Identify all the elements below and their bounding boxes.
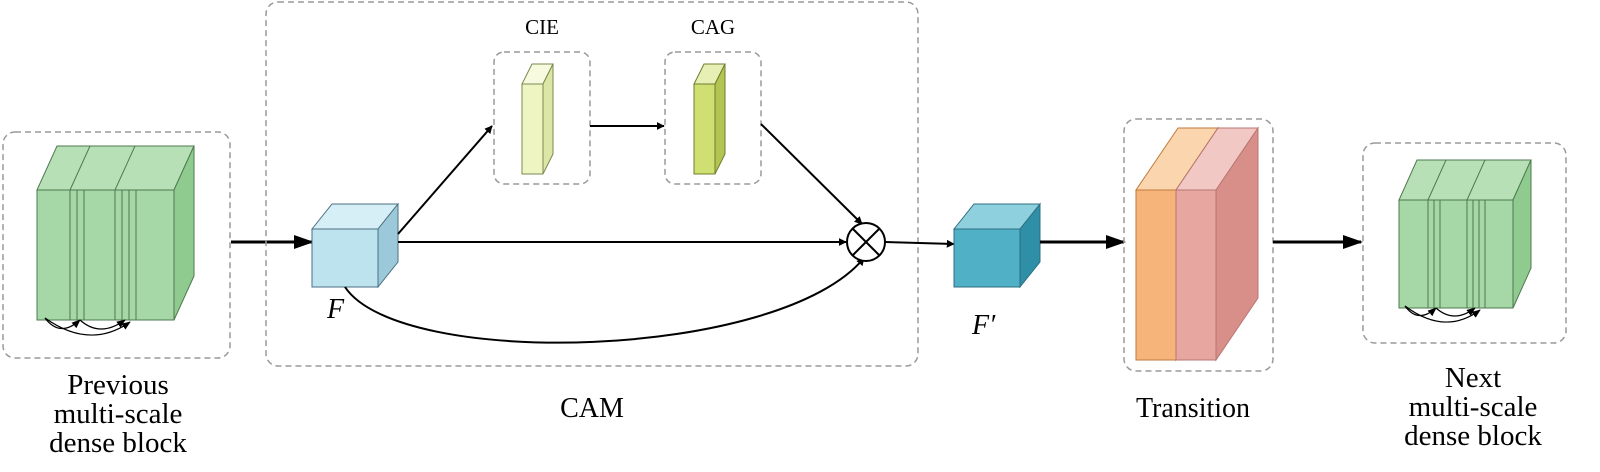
- cag-label: CAG: [691, 15, 735, 39]
- previous-block-dashed-frame: [2, 131, 231, 359]
- next-block-label-line-2: multi-scale: [1409, 391, 1538, 423]
- next-dense-connections: [1404, 305, 1481, 323]
- cam-dashed-frame: [265, 1, 919, 367]
- arrow-F-skip-to-multiply: [344, 257, 865, 344]
- next-block-label-line-3: dense block: [1404, 420, 1542, 452]
- feature-F-cube: [310, 202, 400, 289]
- previous-dense-connections: [44, 317, 131, 336]
- previous-dense-block: Previous multi-scale dense block: [2, 131, 231, 459]
- cag-layer: [693, 63, 726, 175]
- transition-block: Transition: [1123, 118, 1274, 424]
- next-dense-layers: [1398, 159, 1532, 309]
- cie-label: CIE: [525, 15, 559, 39]
- previous-block-label-line-2: multi-scale: [54, 398, 183, 430]
- previous-block-label-line-1: Previous: [67, 369, 169, 401]
- cam-module: F CIE CAG CAM: [265, 1, 919, 424]
- transition-label: Transition: [1136, 393, 1250, 424]
- transition-pink-layer: [1175, 126, 1259, 362]
- transition-dashed-frame: [1123, 118, 1274, 372]
- cam-label: CAM: [560, 393, 624, 424]
- multiply-operator-icon: [846, 222, 886, 262]
- feature-F-label: F: [326, 294, 345, 325]
- arrow-F-to-cie: [397, 125, 493, 235]
- previous-block-label-line-3: dense block: [49, 427, 187, 459]
- feature-F-prime-label: F′: [971, 310, 996, 341]
- feature-F-prime-cube: [952, 202, 1042, 289]
- arrow-multiply-to-F-prime: [884, 239, 955, 248]
- next-block-dashed-frame: [1362, 142, 1567, 344]
- previous-dense-layers: [36, 145, 195, 321]
- next-block-label-line-1: Next: [1445, 362, 1501, 394]
- next-dense-block: Next multi-scale dense block: [1362, 142, 1567, 452]
- arrow-cag-to-multiply: [760, 123, 863, 225]
- cie-layer: [521, 63, 554, 175]
